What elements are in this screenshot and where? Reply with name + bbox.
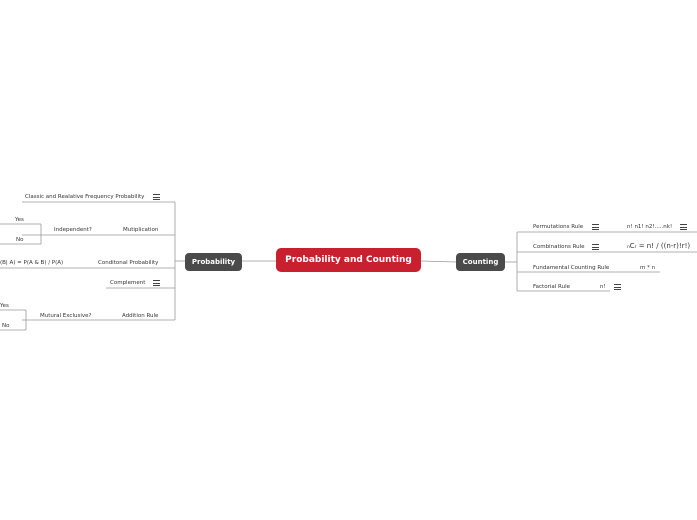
answer-yes[interactable]: Yes — [15, 217, 24, 223]
topic-probability[interactable]: Probability — [185, 253, 242, 271]
combinations-formula[interactable]: ₙCᵣ = n! / ((n-r)!r!) — [627, 242, 691, 250]
answer-no[interactable]: No — [2, 323, 10, 329]
answer-no[interactable]: No — [16, 237, 24, 243]
topic-counting[interactable]: Counting — [456, 253, 505, 271]
notes-icon[interactable] — [153, 194, 160, 200]
conditional-formula[interactable]: (B| A) = P(A & B) / P(A) — [0, 260, 64, 266]
subtopic-combinations-rule[interactable]: Combinations Rule — [533, 244, 585, 250]
root-topic[interactable]: Probability and Counting — [276, 248, 421, 272]
fundamental-formula[interactable]: m * n — [640, 265, 656, 271]
subtopic-permutations-rule[interactable]: Permutations Rule — [533, 224, 584, 230]
answer-yes[interactable]: Yes — [0, 303, 9, 309]
permutations-formula[interactable]: n! n1! n2!.....nk! — [627, 224, 673, 230]
subtopic-independent[interactable]: Independent? — [54, 227, 92, 233]
notes-icon[interactable] — [592, 244, 599, 250]
subtopic-classic-probability[interactable]: Classic and Realative Frequency Probabil… — [25, 194, 145, 200]
notes-icon[interactable] — [614, 284, 621, 290]
subtopic-addition-rule[interactable]: Addition Rule — [122, 313, 159, 319]
subtopic-complement[interactable]: Complement — [110, 280, 146, 286]
subtopic-multiplication[interactable]: Mutiplication — [123, 227, 159, 233]
notes-icon[interactable] — [680, 224, 687, 230]
subtopic-fundamental-counting-rule[interactable]: Fundamental Counting Rule — [533, 265, 610, 271]
subtopic-factorial-rule[interactable]: Factorial Rule — [533, 284, 570, 290]
subtopic-conditional-probability[interactable]: Conditonal Probability — [98, 260, 159, 266]
notes-icon[interactable] — [153, 280, 160, 286]
factorial-formula[interactable]: n! — [600, 284, 606, 290]
subtopic-mutually-exclusive[interactable]: Mutural Exclusive? — [40, 313, 92, 319]
notes-icon[interactable] — [592, 224, 599, 230]
